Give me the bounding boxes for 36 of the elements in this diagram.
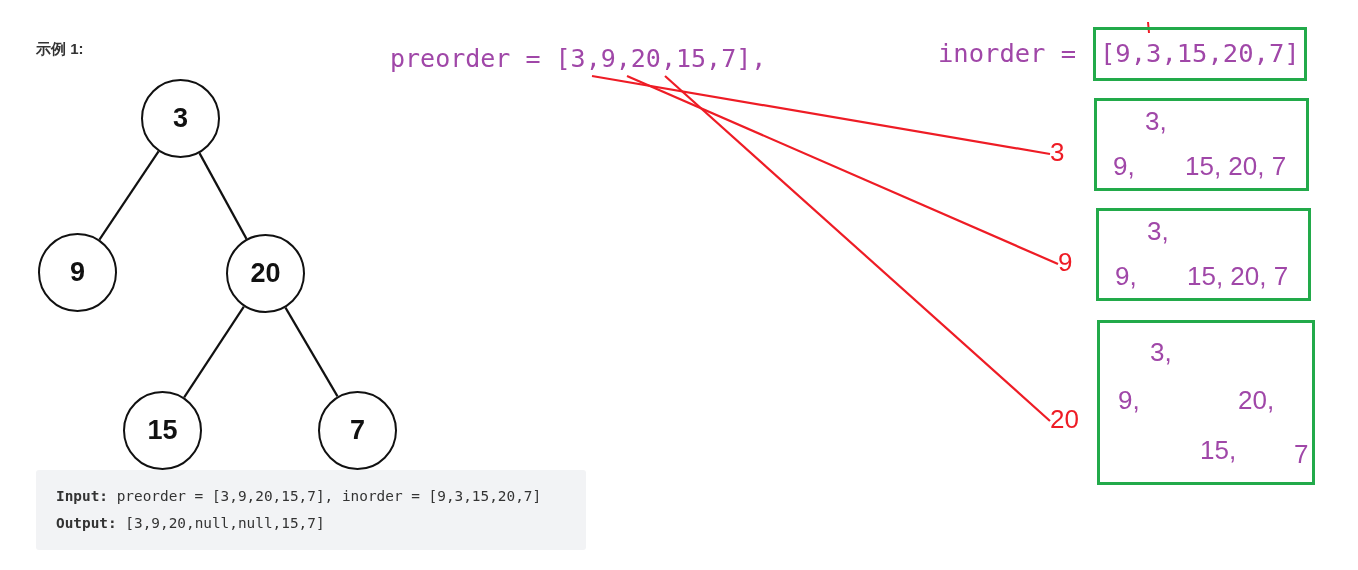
tree-node-circle: 7 [318, 391, 397, 470]
tree-edge [98, 150, 160, 241]
root-value-label: 3 [1050, 139, 1070, 165]
value-text: 9, [1118, 387, 1140, 413]
value-text: 3, [1150, 339, 1172, 365]
tree-node-circle: 15 [123, 391, 202, 470]
value-text: 3, [1147, 218, 1169, 244]
leader-line [664, 75, 1051, 422]
value-text: 15, 20, 7 [1185, 153, 1287, 179]
leader-line [591, 74, 1051, 156]
tree-edge [198, 152, 248, 240]
code-line: Input: preorder = [3,9,20,15,7], inorder = [9,3,15,20,7] [56, 488, 542, 504]
tree-node-circle: 20 [226, 234, 305, 313]
tree-node-circle: 3 [141, 79, 220, 158]
value-text: 7 [1294, 441, 1309, 467]
array-text: [9,3,15,20,7] [1100, 41, 1300, 67]
tree-edge [284, 307, 339, 397]
value-text: 9, [1115, 263, 1137, 289]
split-box [1094, 98, 1309, 191]
value-text: 15, 20, 7 [1187, 263, 1289, 289]
value-text: 9, [1113, 153, 1135, 179]
split-box [1096, 208, 1311, 301]
array-box [1093, 27, 1307, 81]
array-text: preorder = [3,9,20,15,7], [390, 44, 785, 76]
code-line: Output: [3,9,20,null,null,15,7] [56, 515, 325, 531]
leader-line [626, 75, 1059, 265]
value-text: 3, [1145, 108, 1167, 134]
value-text: 20, [1238, 387, 1275, 413]
tree-edge [183, 305, 245, 399]
value-text: 15, [1200, 437, 1237, 463]
root-value-label: 9 [1058, 249, 1078, 275]
tree-node-circle: 9 [38, 233, 117, 312]
root-value-label: 20 [1050, 406, 1084, 432]
split-box [1097, 320, 1315, 485]
example-heading: 示例 1: [36, 40, 84, 59]
array-name: inorder = [938, 38, 1077, 68]
